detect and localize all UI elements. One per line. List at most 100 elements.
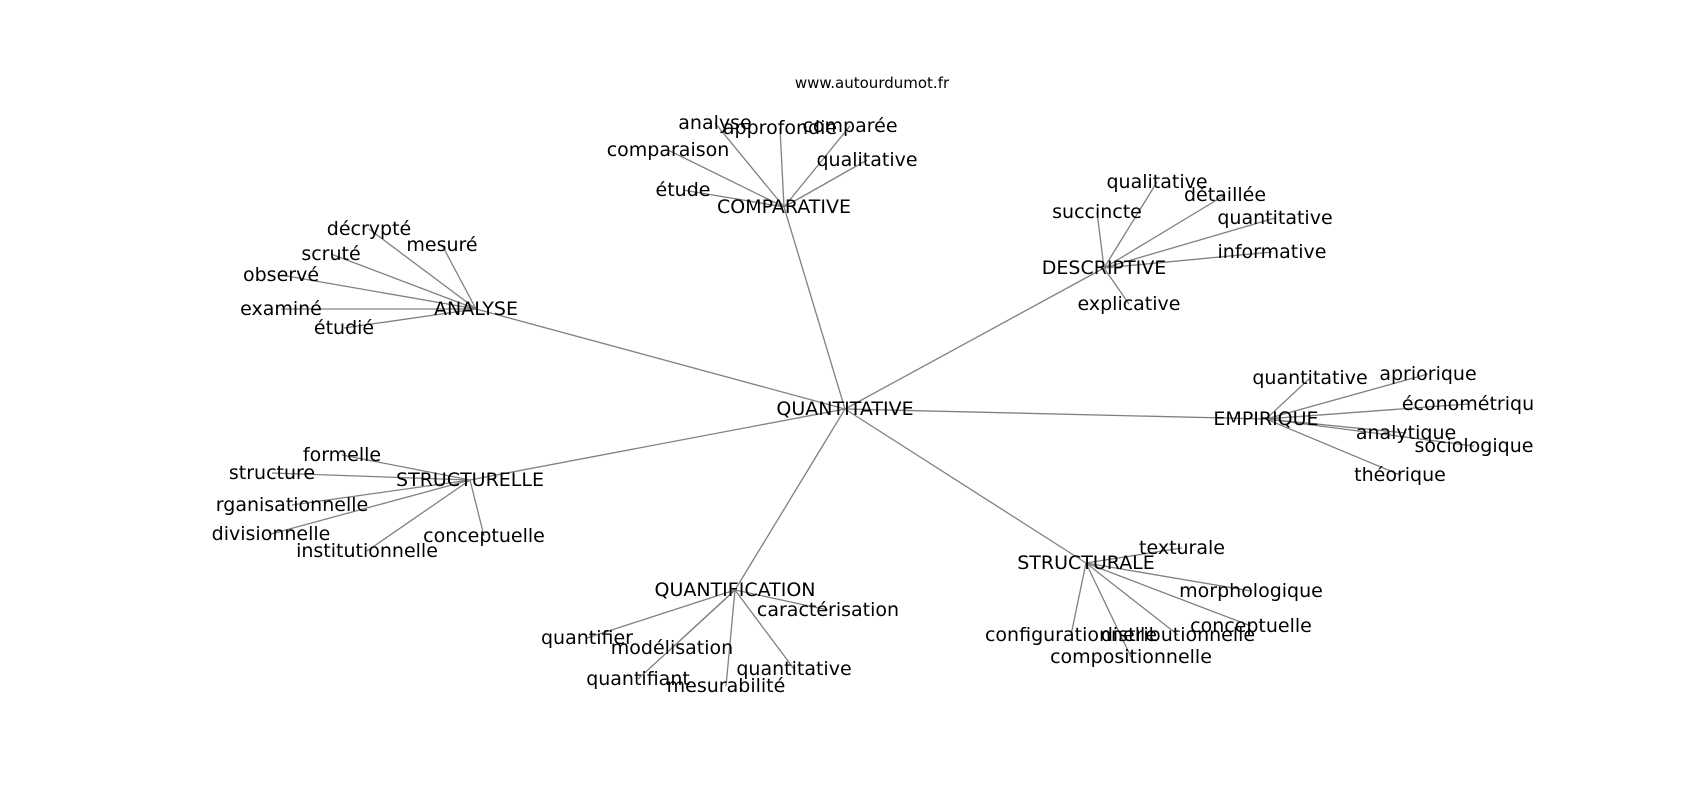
leaf-node-label: théorique (1354, 464, 1446, 486)
edge-root-to-analyse (475, 308, 846, 410)
leaf-node-label: structure (229, 462, 315, 484)
leaf-node-label: quantifier (541, 627, 633, 649)
cluster-node-label: COMPARATIVE (717, 196, 851, 218)
leaf-node-label: analyse (678, 112, 751, 134)
edge-analyse-to-child (330, 253, 477, 310)
leaf-node-label: caractérisation (757, 599, 899, 621)
edge-empirique-to-child (1265, 418, 1475, 447)
edge-comparative-to-child (682, 189, 785, 208)
leaf-node-label: détaillée (1184, 184, 1266, 206)
leaf-node-label: explicative (1078, 293, 1181, 315)
edge-descriptive-to-child (1103, 194, 1226, 269)
edge-analyse-to-child (441, 244, 477, 310)
leaf-node-label: qualitative (816, 149, 917, 171)
cluster-node-label: DESCRIPTIVE (1042, 257, 1166, 279)
leaf-node-label: apriorique (1379, 363, 1476, 385)
edge-empirique-to-child (1265, 418, 1407, 434)
leaf-node-label: texturale (1139, 537, 1225, 559)
edge-root-to-empirique (844, 408, 1267, 420)
edge-quantification-to-child (734, 589, 829, 611)
edge-root-to-descriptive (844, 267, 1105, 410)
edge-structurelle-to-child (366, 479, 471, 552)
leaf-node-label: mesurabilité (667, 675, 786, 697)
leaf-node-label: sociologique (1415, 435, 1534, 457)
cluster-node-label: QUANTIFICATION (655, 579, 816, 601)
edge-analyse-to-child (280, 274, 477, 310)
edge-structurelle-to-child (341, 454, 471, 481)
edge-root-to-quantification (734, 408, 846, 591)
edge-quantification-to-child (725, 589, 736, 687)
leaf-node-label: quantitative (1217, 207, 1332, 229)
edge-empirique-to-child (1265, 373, 1429, 420)
leaf-node-label: formelle (303, 444, 381, 466)
edge-descriptive-to-child (1103, 217, 1276, 269)
edge-empirique-to-child (1265, 418, 1401, 476)
leaf-node-label: examiné (240, 298, 322, 320)
leaf-node-label: divisionnelle (212, 523, 331, 545)
edge-analyse-to-child (343, 308, 477, 329)
edge-root-to-structurale (844, 408, 1087, 564)
cluster-node-label: ANALYSE (434, 298, 518, 320)
edge-empirique-to-child (1265, 377, 1311, 420)
leaf-node-label: approfondie (723, 117, 837, 139)
edge-structurelle-to-child (291, 479, 471, 506)
leaf-node-label: conceptuelle (423, 525, 545, 547)
edge-comparative-to-child (783, 159, 868, 208)
leaf-node-label: observé (243, 264, 319, 286)
edge-comparative-to-child (667, 149, 785, 208)
leaf-node-label: conceptuelle (1190, 615, 1312, 637)
edge-empirique-to-child (1265, 403, 1469, 420)
cluster-node-label: STRUCTURALE (1017, 552, 1155, 574)
leaf-node-label: économétriqu (1402, 393, 1534, 415)
source-watermark: www.autourdumot.fr (795, 74, 950, 92)
edge-structurale-to-child (1070, 562, 1087, 636)
edge-structurale-to-child (1085, 562, 1132, 658)
edge-structurale-to-child (1085, 562, 1179, 636)
edge-comparative-to-child (779, 127, 785, 208)
leaf-node-label: décrypté (327, 218, 411, 240)
edge-quantification-to-child (637, 589, 736, 680)
leaf-node-label: configurationnelle (985, 624, 1157, 646)
edge-root-to-structurelle (469, 408, 846, 481)
leaf-node-label: comparée (802, 115, 897, 137)
leaf-node-label: qualitative (1106, 171, 1207, 193)
leaf-node-label: distributionnelle (1101, 624, 1255, 646)
leaf-node-label: étudié (314, 317, 374, 339)
leaf-node-label: succincte (1052, 201, 1142, 223)
leaf-node-label: rganisationnelle (216, 494, 368, 516)
edge-structurale-to-child (1085, 562, 1252, 627)
edge-comparative-to-child (714, 122, 785, 208)
edge-structurelle-to-child (469, 479, 485, 537)
leaf-node-label: institutionnelle (296, 540, 438, 562)
leaf-node-label: informative (1218, 241, 1327, 263)
leaf-node-label: mesuré (406, 234, 477, 256)
edge-structurelle-to-child (270, 479, 471, 535)
leaf-node-label: compositionnelle (1050, 646, 1212, 668)
leaf-node-label: modélisation (611, 637, 733, 659)
edge-root-to-comparative (783, 206, 846, 410)
leaf-node-label: analytique (1356, 422, 1456, 444)
edge-descriptive-to-child (1103, 267, 1130, 305)
leaf-node-label: morphologique (1179, 580, 1323, 602)
edges-layer (270, 122, 1475, 687)
labels-layer: www.autourdumot.fr QUANTITATIVE COMPARATI… (212, 74, 1534, 697)
edge-quantification-to-child (586, 589, 736, 639)
edge-analyse-to-child (368, 228, 477, 310)
edge-structurale-to-child (1085, 547, 1183, 564)
edge-quantification-to-child (734, 589, 795, 670)
cluster-node-label: STRUCTURELLE (396, 469, 544, 491)
leaf-node-label: scruté (301, 243, 360, 265)
leaf-node-label: étude (656, 179, 711, 201)
leaf-node-label: quantitative (736, 658, 851, 680)
leaf-node-label: comparaison (607, 139, 730, 161)
edge-structurale-to-child (1085, 562, 1252, 592)
edge-descriptive-to-child (1103, 251, 1273, 269)
leaf-node-label: quantifiant (586, 668, 690, 690)
leaf-node-label: quantitative (1252, 367, 1367, 389)
edge-descriptive-to-child (1103, 181, 1158, 269)
edge-comparative-to-child (783, 125, 851, 208)
cluster-node-label: EMPIRIQUE (1213, 408, 1318, 430)
root-node-label: QUANTITATIVE (776, 398, 913, 420)
edge-descriptive-to-child (1096, 211, 1105, 269)
